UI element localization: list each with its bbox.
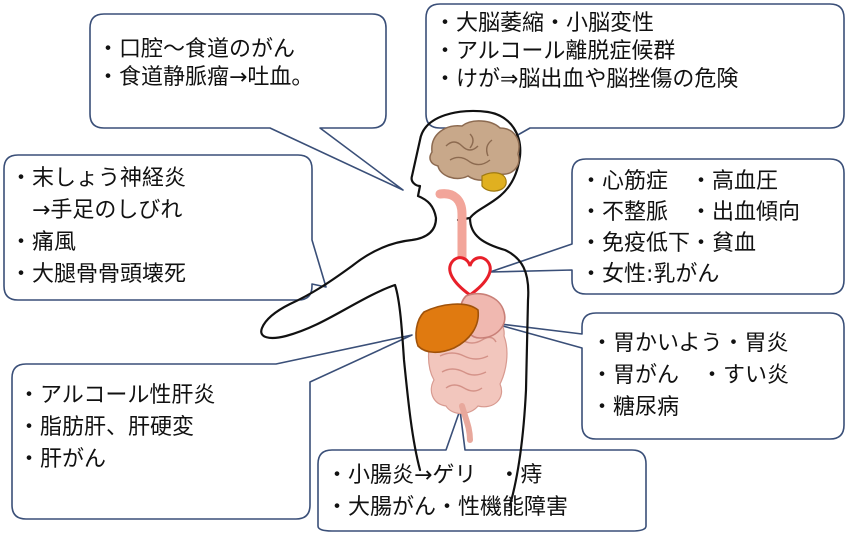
heart-icon [448,256,492,297]
esophagus-icon [435,189,467,267]
bubble-line: ・胃がん ・すい炎 [591,363,790,388]
bubble-line: ・けが⇒脳出血や脳挫傷の危険 [434,67,739,92]
bubble-line: ・胃かいよう・胃炎 [591,331,789,356]
bubble-line: ・心筋症 ・高血圧 [580,169,779,194]
bubble-line: ・大腸がん・性機能障害 [326,495,569,520]
liver-icon [415,303,479,354]
bubble-line: ・肝がん [18,447,107,472]
bubble-liver-text: ・アルコール性肝炎 ・脂肪肝、肝硬変 ・肝がん [18,380,215,476]
bubble-line: ・アルコール性肝炎 [18,383,216,408]
bubble-line: ・脂肪肝、肝硬変 [18,415,195,440]
bubble-heart [489,158,845,295]
bubble-line: ・免疫低下・貧血 [580,231,757,256]
bubble-line: ・女性:乳がん [580,262,720,287]
brain-illustration [429,120,520,192]
bubble-line: ・口腔～食道のがん [97,37,296,62]
bubble-liver [11,334,413,520]
bubble-brain-text: ・大脳萎縮・小脳変性 ・アルコール離脱症候群 ・けが⇒脳出血や脳挫傷の危険 [434,10,738,94]
bubble-line: ・末しょう神経炎 [10,166,187,191]
bubble-line: ・食道静脈瘤→吐血。 [97,65,314,90]
bubble-intestine-text: ・小腸炎→ゲリ ・痔 ・大腸がん・性機能障害 [326,460,568,524]
bubble-nerve-text: ・末しょう神経炎 →手足のしびれ ・痛風 ・大腿骨骨頭壊死 [10,163,186,291]
bubble-line: ・痛風 [10,230,77,255]
bubble-line: ・大脳萎縮・小脳変性 [434,11,655,36]
bubble-line: ・糖尿病 [591,395,680,420]
bubble-stomach-text: ・胃かいよう・胃炎 ・胃がん ・すい炎 ・糖尿病 [591,328,789,424]
bubble-mouth-text: ・口腔～食道のがん ・食道静脈瘤→吐血。 [97,36,313,92]
brain-icon [429,120,520,181]
cerebellum-icon [481,172,507,192]
bubble-line: ・小腸炎→ゲリ ・痔 [326,463,543,488]
bubble-line: ・アルコール離脱症候群 [434,39,676,64]
bubble-mouth [89,13,404,191]
bubble-line: →手足のしびれ [10,198,183,223]
bubble-line: ・大腿骨骨頭壊死 [10,262,187,287]
bubble-intestine [317,409,647,532]
bubble-line: ・不整脈 ・出血傾向 [580,200,801,225]
bubble-stomach [491,312,845,440]
bubble-heart-text: ・心筋症 ・高血圧 ・不整脈 ・出血傾向 ・免疫低下・貧血 ・女性:乳がん [580,166,800,290]
